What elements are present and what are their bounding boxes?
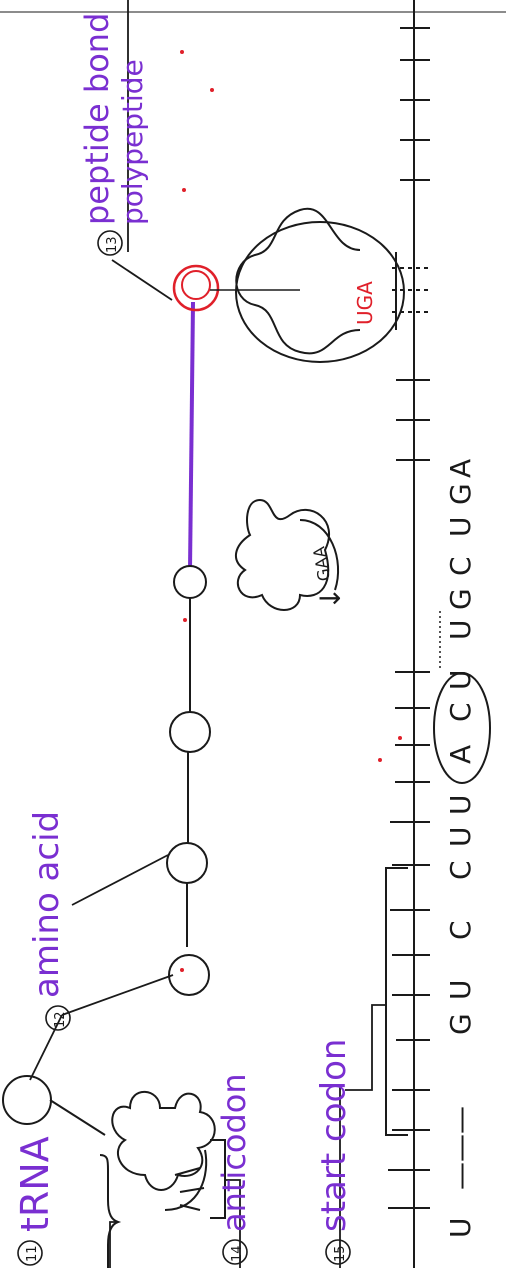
start-codon-bracket xyxy=(385,867,408,1136)
mrna-sequence: U ——— G U C C U U A C U U G C U G A xyxy=(444,459,477,1238)
start-codon-label: start codon xyxy=(314,1039,354,1232)
label-peptide-bond: 13 peptide bond polypeptide xyxy=(78,13,149,256)
label-number-circle xyxy=(222,1239,248,1265)
label-number: 11 xyxy=(25,1245,40,1262)
bound-trna-shape xyxy=(235,207,397,355)
amino-acid-leader xyxy=(29,1014,63,1081)
mrna-base: G xyxy=(444,483,477,505)
mrna-base: U xyxy=(444,827,477,848)
codon-circle xyxy=(433,672,491,784)
label-trna: 11 tRNA xyxy=(13,1136,57,1266)
label-number: 12 xyxy=(53,1011,68,1028)
amino-acid-new xyxy=(173,565,207,599)
mrna-base: U xyxy=(444,980,477,1001)
trna-structure xyxy=(111,1090,216,1191)
mrna-base: C xyxy=(444,556,477,576)
free-trna-anticodon-arc xyxy=(299,519,340,591)
label-number: 14 xyxy=(230,1245,245,1262)
peptide-bond xyxy=(188,301,195,571)
codon-pairing-dashes xyxy=(392,267,428,313)
mrna-base: C xyxy=(444,860,477,880)
anticodon-leader xyxy=(225,1179,241,1268)
label-number-circle xyxy=(45,1005,71,1031)
trna-leader xyxy=(109,1221,118,1268)
amino-acid xyxy=(166,842,208,884)
anticodon-bracket xyxy=(210,1139,226,1219)
label-start-codon: 15 start codon xyxy=(314,1039,354,1265)
label-anticodon: 14 anticodon xyxy=(215,1073,253,1265)
amino-acid-red xyxy=(172,264,220,312)
amino-acid-dot xyxy=(180,968,184,972)
mrna-codon-base: C xyxy=(444,702,477,722)
free-trna-anticodon: GAA xyxy=(309,545,334,583)
mrna-base: U xyxy=(444,517,477,538)
mrna-base: U xyxy=(444,620,477,641)
down-arrow-icon: ↓ xyxy=(314,587,347,610)
mrna-codon-base: A xyxy=(444,745,477,764)
red-marks xyxy=(180,50,402,762)
label-number-circle xyxy=(97,230,123,256)
bound-trna-anticodon: UGA xyxy=(353,281,377,325)
trna-stem xyxy=(49,1099,106,1136)
anticodon-label: anticodon xyxy=(215,1073,253,1232)
mrna-base: U xyxy=(444,795,477,816)
label-number: 15 xyxy=(333,1245,348,1262)
mrna-base: G xyxy=(444,588,477,610)
trna-anticodon-arc xyxy=(164,1149,208,1211)
mrna-dashes: ——— xyxy=(444,1106,477,1190)
amino-acid xyxy=(168,954,210,996)
label-number-circle xyxy=(17,1240,43,1266)
amino-acid-red-inner xyxy=(181,270,211,300)
free-trna-shape xyxy=(235,498,331,611)
label-number-circle xyxy=(325,1239,351,1265)
mrna-base: C xyxy=(444,920,477,940)
amino-acid-label: amino acid xyxy=(27,811,67,998)
polypeptide-label: polypeptide xyxy=(116,59,149,225)
trna-anticodon-ticks xyxy=(174,1167,205,1211)
trna-brace xyxy=(99,1154,122,1268)
mrna-base: G xyxy=(444,1013,477,1035)
trna-acceptor-end xyxy=(2,1075,52,1125)
ribosome-outline xyxy=(235,221,405,363)
label-number: 13 xyxy=(105,236,120,253)
peptide-bond-label: peptide bond xyxy=(78,13,116,225)
amino-acid xyxy=(169,711,211,753)
label-amino-acid: 12 amino acid xyxy=(27,811,71,1031)
mrna-ticks xyxy=(388,27,430,1209)
mrna-base-start: U xyxy=(444,1218,477,1239)
amino-acid-leader-2 xyxy=(61,974,174,1016)
start-codon-leader xyxy=(345,1004,386,1091)
mrna-base: A xyxy=(444,459,477,478)
peptide-leader xyxy=(111,259,173,301)
trna-label: tRNA xyxy=(13,1136,57,1232)
amino-acid-leader-3 xyxy=(71,854,169,906)
